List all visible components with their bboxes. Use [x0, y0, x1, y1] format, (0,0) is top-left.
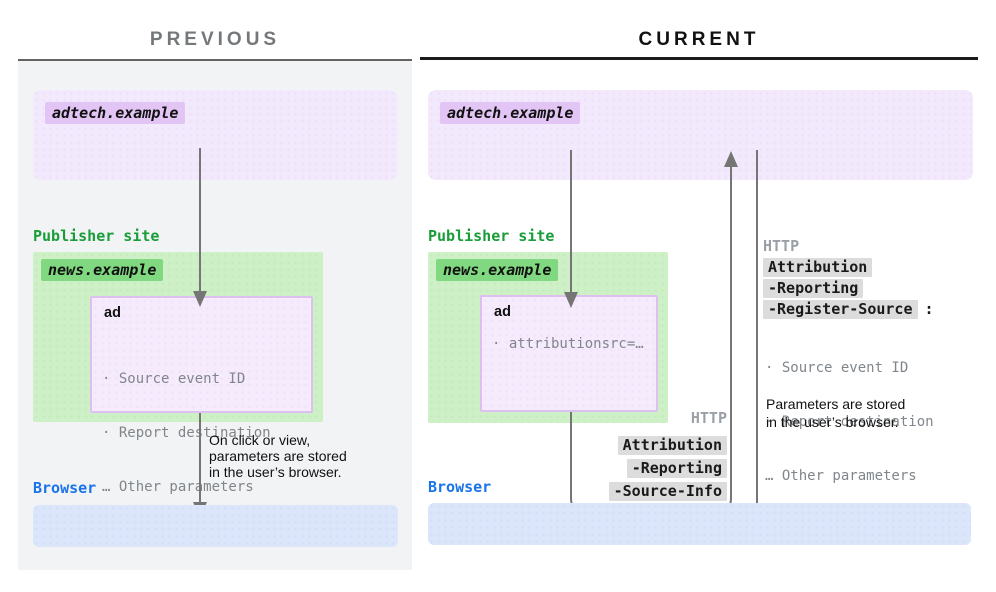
previous-adtech-box: adtech.example	[33, 90, 398, 180]
header-colon: :	[924, 300, 934, 318]
request-protocol-label: HTTP	[690, 409, 727, 427]
header-chip: -Source-Info	[608, 482, 727, 501]
ad-param-line: … Other parameters	[102, 479, 254, 495]
header-chip: -Register-Source	[763, 300, 918, 319]
current-arrow-up-icon	[724, 151, 738, 167]
previous-arrow-line-bottom	[199, 413, 201, 502]
response-param-line: · Report destination	[765, 414, 934, 430]
current-adtech-box: adtech.example	[428, 90, 973, 180]
current-browser-box	[428, 503, 971, 545]
previous-title: PREVIOUS	[149, 29, 281, 50]
previous-arrow-down-icon	[193, 291, 207, 307]
caption-line: in the user’s browser.	[766, 414, 899, 430]
response-header-line3: -Register-Source:	[763, 300, 934, 319]
previous-ad-box: ad · Source event ID · Report destinatio…	[90, 296, 313, 495]
current-adtech-domain: adtech.example	[440, 102, 581, 124]
previous-news-domain: news.example	[41, 259, 164, 281]
ad-param-line: · Source event ID	[102, 371, 246, 387]
current-browser-label: Browser	[428, 478, 492, 496]
previous-publisher-box: news.example ad · Source event ID · Repo…	[33, 252, 323, 495]
previous-browser-label: Browser	[33, 479, 97, 497]
request-header-stack: Attribution -Reporting -Source-Info	[507, 436, 727, 505]
caption-line: parameters are stored	[209, 448, 347, 464]
caption-line: in the user’s browser.	[209, 464, 342, 480]
header-chip: -Reporting	[763, 279, 864, 298]
response-protocol-label: HTTP	[763, 237, 800, 255]
stored-caption: Parameters are stored in the user’s brow…	[766, 395, 905, 431]
previous-ad-params: · Source event ID · Report destination ……	[102, 334, 271, 532]
previous-panel: adtech.example Publisher site news.examp…	[18, 61, 412, 570]
response-param-line: · Source event ID	[765, 360, 909, 376]
current-arrow-line-adtech-ad	[570, 150, 572, 292]
previous-adtech-domain: adtech.example	[45, 102, 186, 124]
previous-ad-title: ad	[104, 305, 121, 321]
caption-line: Parameters are stored	[766, 396, 906, 412]
current-request-upline	[730, 166, 732, 413]
previous-publisher-label: Publisher site	[33, 227, 160, 245]
current-response-line	[756, 150, 758, 510]
header-chip: -Reporting	[626, 459, 727, 478]
current-arrow-down-icon	[564, 292, 578, 308]
previous-caption: On click or view, parameters are stored …	[209, 432, 347, 480]
header-chip: Attribution	[763, 258, 873, 277]
previous-arrow-line-top	[199, 148, 201, 291]
request-header-line1: Attribution	[507, 436, 727, 455]
ad-param-line: · Report destination	[102, 425, 271, 441]
request-header-line2: -Reporting	[507, 459, 727, 478]
current-ad-box: ad · attributionsrc=…	[480, 295, 658, 412]
response-header-line1: Attribution	[763, 258, 873, 277]
response-params: · Source event ID · Report destination ……	[765, 323, 934, 521]
previous-browser-box	[33, 505, 398, 547]
current-publisher-label: Publisher site	[428, 227, 555, 245]
header-chip: Attribution	[617, 436, 727, 455]
current-ad-title: ad	[494, 304, 511, 320]
request-header-line3: -Source-Info	[507, 482, 727, 501]
response-header-line2: -Reporting	[763, 279, 864, 298]
current-divider	[420, 57, 978, 60]
current-title: CURRENT	[638, 29, 760, 50]
current-ad-param: · attributionsrc=…	[492, 336, 644, 352]
current-news-domain: news.example	[436, 259, 559, 281]
response-param-line: … Other parameters	[765, 468, 917, 484]
previous-divider	[18, 59, 412, 61]
caption-line: On click or view,	[209, 432, 311, 448]
current-publisher-box: news.example ad · attributionsrc=…	[428, 252, 668, 423]
